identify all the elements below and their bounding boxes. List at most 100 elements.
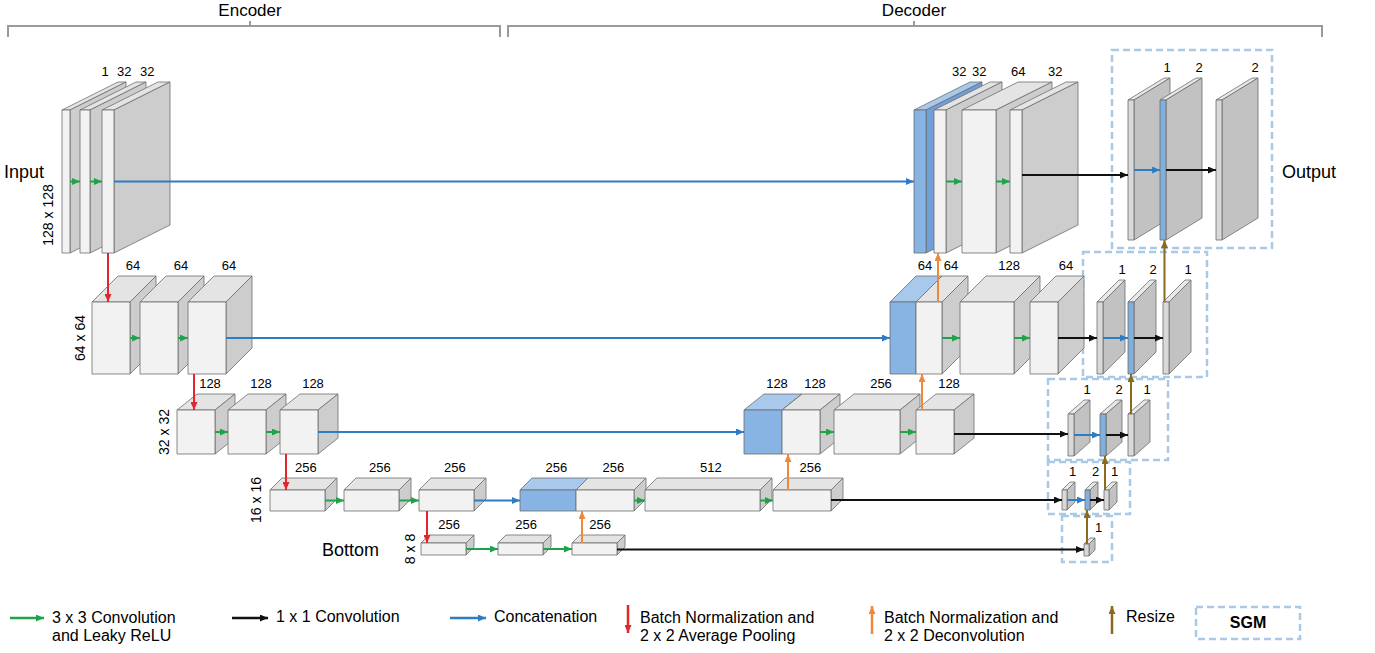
block-face — [782, 410, 820, 454]
block-shape — [419, 490, 474, 511]
block-face — [1067, 482, 1075, 510]
block-face — [1058, 276, 1084, 374]
feature-map: 64 — [188, 302, 226, 374]
block-shape — [177, 410, 215, 454]
block-face — [188, 302, 226, 374]
sgm-box — [1062, 516, 1112, 562]
arrow-connector — [634, 500, 645, 502]
block-shape — [344, 490, 399, 511]
annotation-label: 16 x 16 — [249, 477, 263, 523]
block-face — [1128, 100, 1134, 240]
block-face — [102, 110, 114, 253]
arrow-connector — [325, 500, 344, 502]
block-shape — [744, 410, 782, 454]
feature-map: 1 — [1084, 544, 1089, 556]
sgm-box — [1112, 50, 1272, 248]
feature-map: 256 — [576, 490, 634, 511]
block-face — [466, 535, 474, 555]
channel-count: 64 — [126, 259, 140, 272]
arrow-connector — [1103, 337, 1128, 339]
feature-map: 256 — [572, 543, 617, 555]
feature-map: 32 — [80, 110, 90, 253]
arrow-connector — [954, 433, 1068, 435]
sgm-box — [1048, 379, 1168, 460]
block-shape — [834, 410, 900, 454]
feature-map: 2 — [1128, 302, 1134, 374]
block-face — [1216, 100, 1222, 240]
arrow-connector — [1164, 240, 1166, 302]
block-face — [914, 110, 926, 253]
feature-map: 2 — [1100, 414, 1106, 456]
legend-text: Batch Normalization and 2 x 2 Deconvolut… — [884, 609, 1064, 646]
block-shape — [1068, 414, 1074, 456]
block-face — [916, 302, 942, 374]
channel-count: 64 — [944, 259, 958, 272]
block-face — [1128, 302, 1134, 374]
block-shape — [1128, 414, 1134, 456]
block-face — [62, 110, 70, 253]
block-face — [1103, 280, 1125, 374]
channel-count: 128 — [302, 377, 324, 390]
feature-map: 2 — [1160, 100, 1166, 240]
channel-count: 32 — [972, 65, 986, 78]
block-shape — [280, 410, 318, 454]
annotation-label: Bottom — [322, 541, 379, 559]
block-face — [344, 490, 399, 511]
arrow-connector — [1090, 499, 1104, 501]
feature-map: 1 — [1128, 100, 1134, 240]
arrow-connector — [426, 511, 428, 543]
block-face — [1068, 414, 1074, 456]
channel-count: 32 — [952, 65, 966, 78]
feature-map: 64 — [140, 302, 178, 374]
arrow-connector — [1106, 434, 1128, 436]
block-face — [954, 394, 974, 454]
block-face — [399, 478, 411, 511]
block-face — [226, 276, 252, 374]
block-face — [325, 478, 337, 511]
arrow-connector — [466, 548, 498, 550]
block-shape — [1128, 100, 1134, 240]
channel-count: 1 — [102, 65, 109, 78]
block-face — [421, 535, 474, 543]
block-shape — [102, 110, 114, 253]
legend-text: Batch Normalization and 2 x 2 Average Po… — [640, 609, 820, 646]
block-face — [474, 478, 486, 511]
block-face — [1022, 82, 1078, 253]
legend-sample — [1111, 606, 1114, 634]
feature-map: 256 — [419, 490, 474, 511]
legend-text: Resize — [1126, 609, 1175, 625]
block-shape — [916, 410, 954, 454]
block-shape — [782, 410, 820, 454]
block-face — [834, 410, 900, 454]
arrow-connector — [937, 253, 939, 302]
block-face — [934, 110, 946, 253]
block-shape — [914, 110, 926, 253]
block-face — [498, 535, 551, 543]
arrow-connector — [130, 337, 140, 339]
block-face — [760, 478, 772, 511]
channel-count: 2 — [1092, 465, 1099, 478]
arrow-connector — [760, 500, 773, 502]
block-shape — [270, 490, 325, 511]
block-shape — [773, 490, 831, 511]
feature-map: 256 — [520, 490, 576, 511]
legend-text: 1 x 1 Convolution — [276, 609, 400, 625]
arrow-connector — [820, 431, 834, 433]
block-shape — [228, 410, 266, 454]
block-face — [80, 110, 90, 253]
annotation-label: Input — [4, 163, 44, 181]
arrow-connector — [787, 454, 789, 490]
feature-map: 1 — [1062, 490, 1067, 510]
arrow-connector — [543, 548, 572, 550]
annotation-label: 128 x 128 — [41, 184, 55, 246]
sgm-box — [1083, 252, 1207, 377]
arrow-connector — [581, 511, 583, 543]
channel-count: 256 — [800, 461, 822, 474]
block-shape — [1104, 490, 1109, 510]
block-shape — [188, 302, 226, 374]
block-shape — [92, 302, 130, 374]
block-shape — [890, 302, 916, 374]
legend-text: Concatenation — [494, 609, 597, 625]
channel-count: 128 — [199, 377, 221, 390]
